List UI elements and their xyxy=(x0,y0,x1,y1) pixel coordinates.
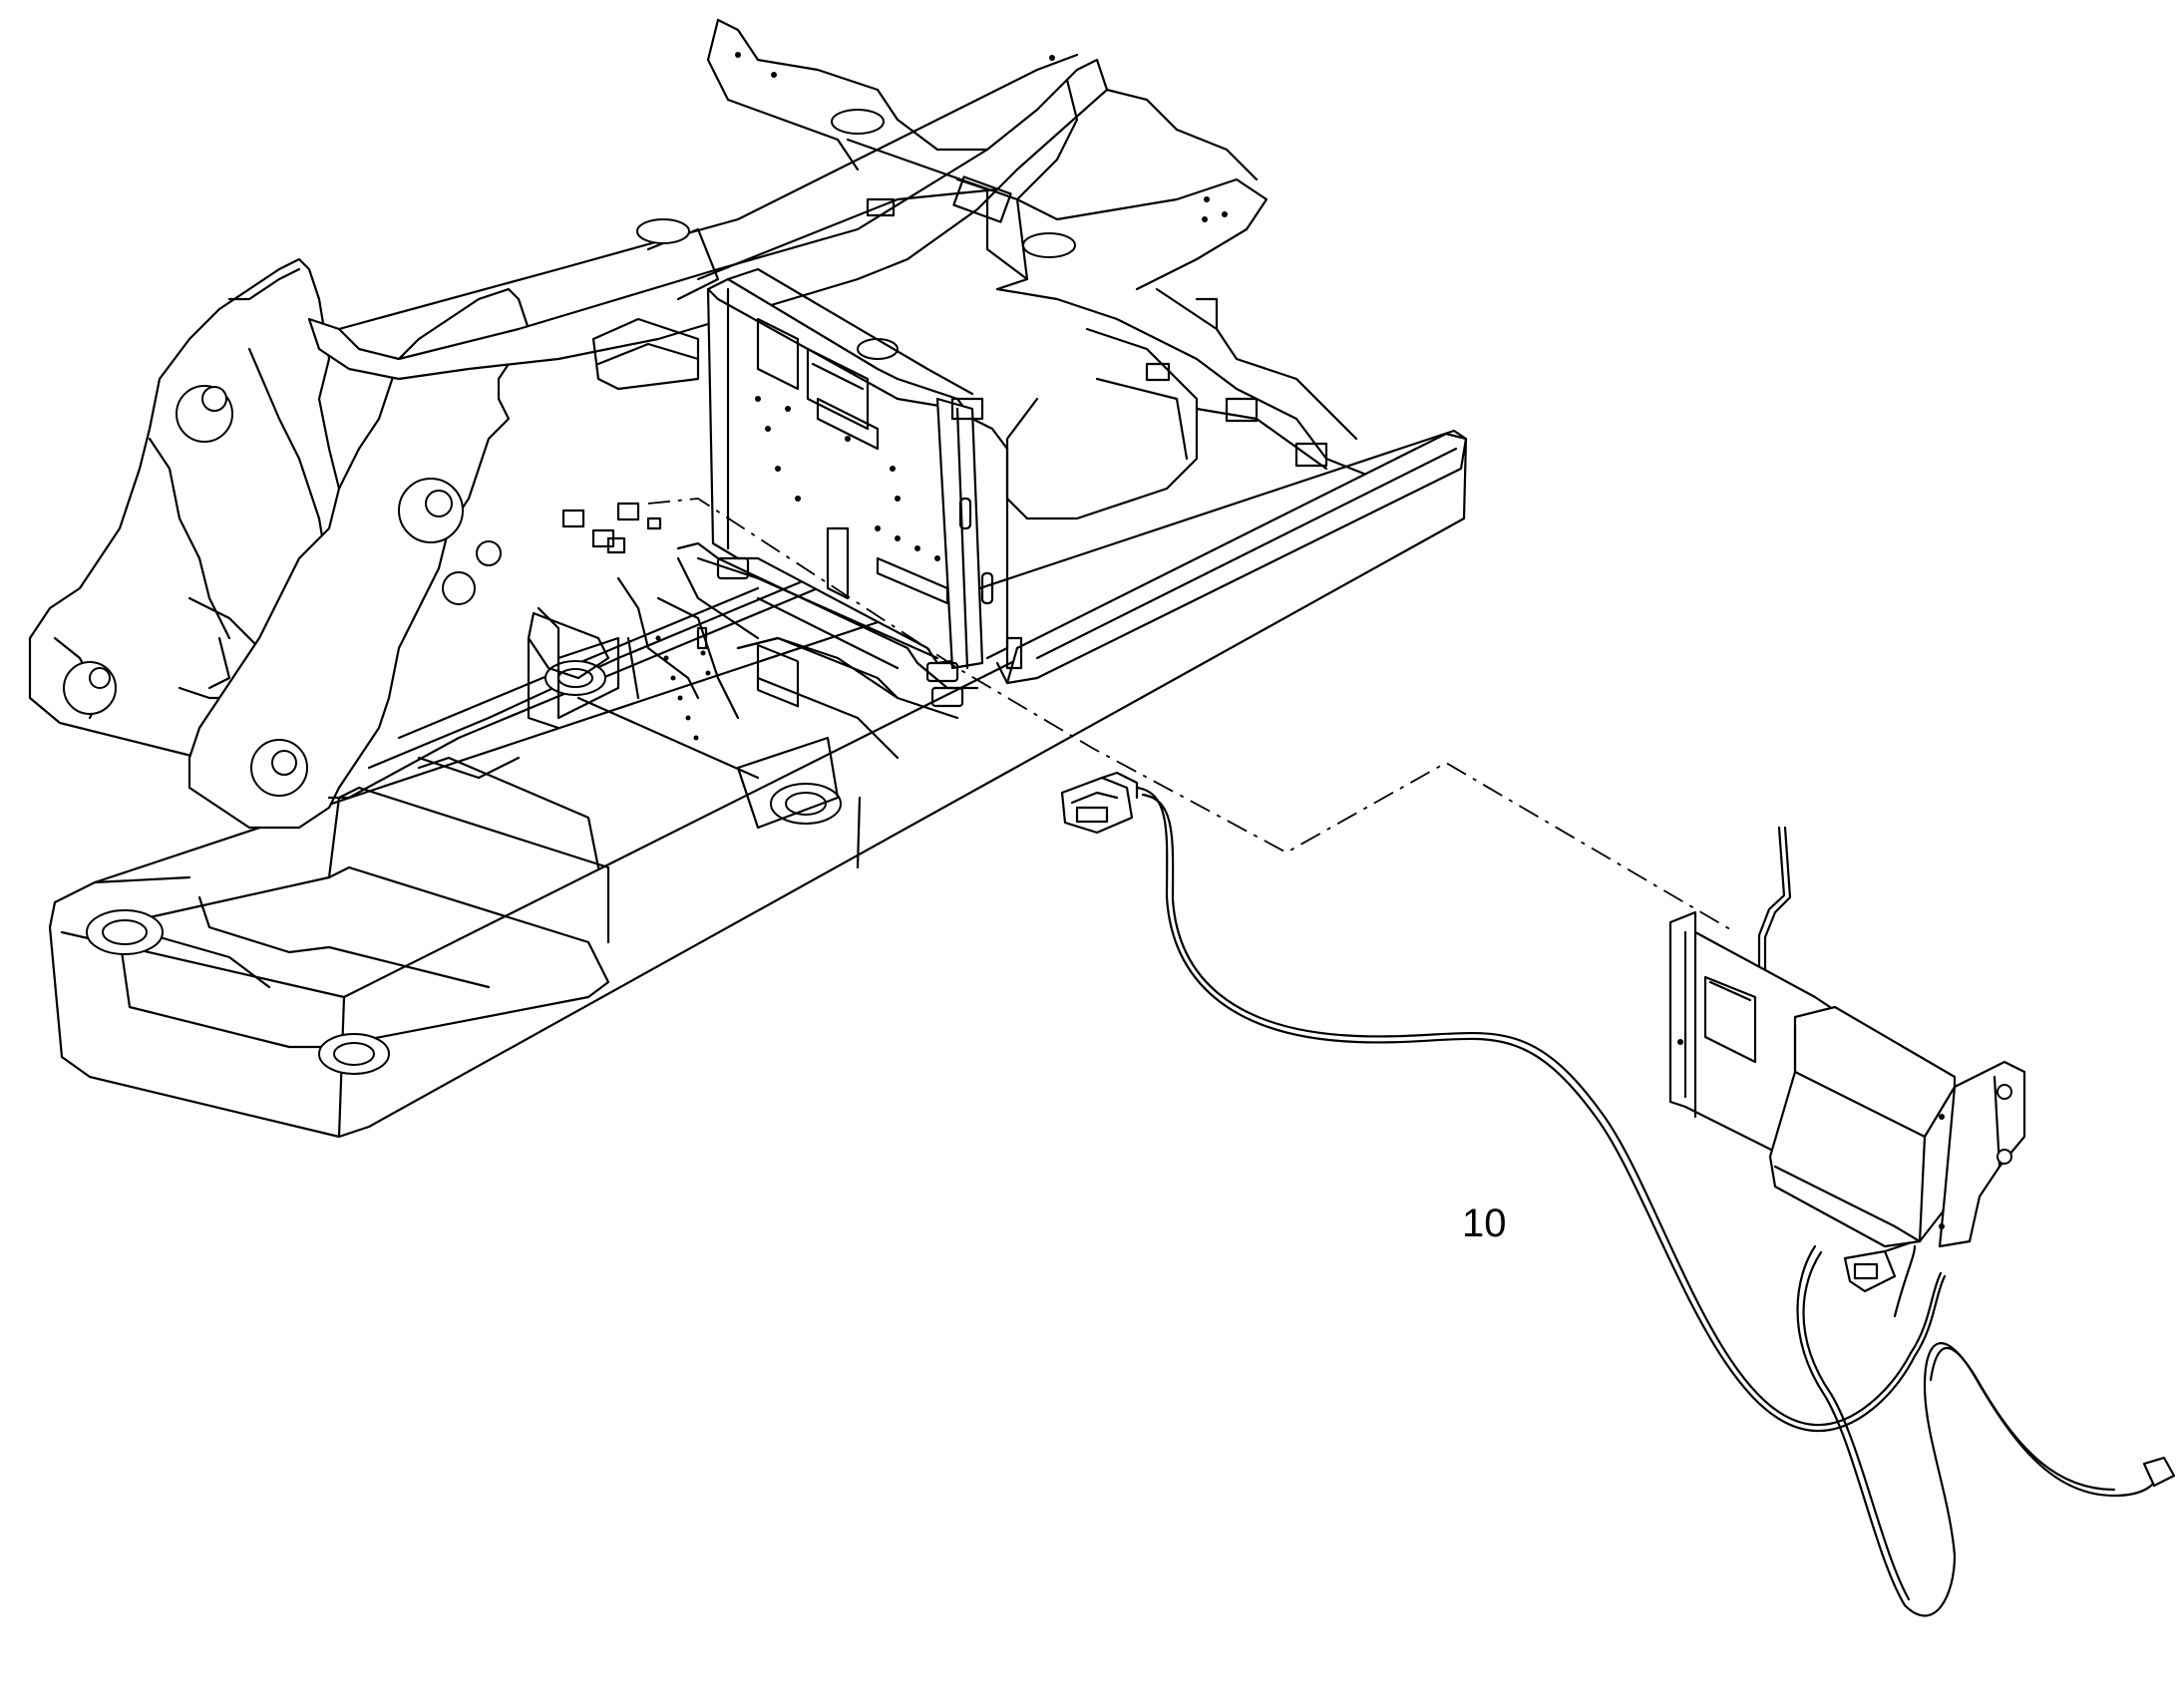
explode-line xyxy=(647,498,1736,933)
cab-support-box xyxy=(676,267,1009,708)
box-back-panel xyxy=(706,277,974,665)
part-number-callout: 10 xyxy=(1462,1201,1507,1245)
side-bracket xyxy=(1938,1060,2026,1248)
floor-small-parts xyxy=(527,502,959,741)
floor-frame-front xyxy=(118,865,610,1049)
harness-connector xyxy=(1060,776,1134,835)
wiring-harness xyxy=(1060,771,2176,1617)
right-side-rail xyxy=(995,432,1468,685)
control-box-assembly xyxy=(1668,826,2026,1248)
